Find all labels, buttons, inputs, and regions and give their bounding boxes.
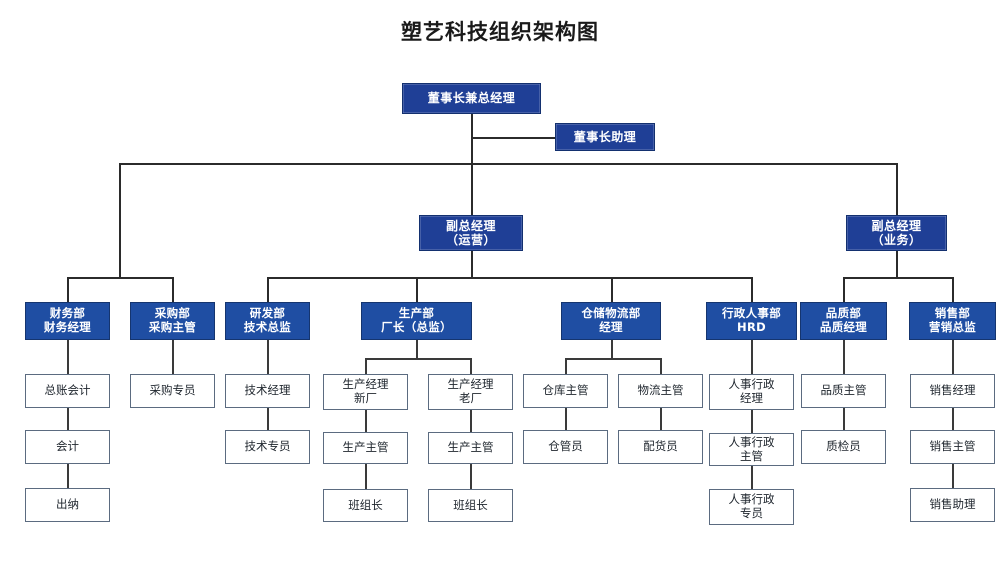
connector-prod-old-1-to-2 [470, 410, 472, 433]
connector-vp-operations-stem [471, 250, 473, 277]
connector-rd-1-to-2 [267, 408, 269, 433]
node-sales-manager[interactable]: 销售经理 [910, 374, 995, 408]
node-chairman[interactable]: 董事长兼总经理 [402, 83, 541, 114]
connector-wh-store-1-to-2 [565, 408, 567, 433]
node-dept-quality[interactable]: 品质部 品质经理 [800, 302, 887, 340]
connector-bus-to-prod-old [470, 358, 472, 374]
connector-production-bus [365, 358, 471, 360]
node-dept-sales[interactable]: 销售部 营销总监 [909, 302, 996, 340]
connector-business-bus [843, 277, 953, 279]
node-dept-warehouse[interactable]: 仓储物流部 经理 [561, 302, 661, 340]
node-hr-admin-specialist[interactable]: 人事行政 专员 [709, 489, 794, 525]
connector-bus-to-dept-hr [751, 277, 753, 302]
connector-prod-new-2-to-3 [365, 464, 367, 489]
connector-bus-to-dept-quality [843, 277, 845, 302]
node-production-supervisor-new-plant[interactable]: 生产主管 [323, 432, 408, 464]
node-purchasing-specialist[interactable]: 采购专员 [130, 374, 215, 408]
node-chairman-assistant[interactable]: 董事长助理 [555, 123, 655, 151]
connector-bus-to-wh-logi [660, 358, 662, 374]
connector-top-bus [119, 163, 898, 165]
connector-bus-to-dept-production [416, 277, 418, 302]
connector-bus-to-vp-operations [471, 163, 473, 215]
node-hr-admin-supervisor[interactable]: 人事行政 主管 [709, 433, 794, 466]
connector-purchasing-dept-to-1 [172, 340, 174, 374]
connector-bus-to-finance-group [119, 163, 121, 277]
connector-warehouse-bus [565, 358, 661, 360]
node-warehouse-keeper[interactable]: 仓管员 [523, 430, 608, 464]
connector-production-stem [416, 340, 418, 358]
connector-bus-to-dept-sales [952, 277, 954, 302]
page-title: 塑艺科技组织架构图 [401, 20, 599, 44]
node-production-manager-old-plant[interactable]: 生产经理 老厂 [428, 374, 513, 410]
node-dept-purchasing[interactable]: 采购部 采购主管 [130, 302, 215, 340]
connector-finance-1-to-2 [67, 408, 69, 433]
node-dept-hr[interactable]: 行政人事部 HRD [706, 302, 797, 340]
connector-vp-business-stem [896, 250, 898, 277]
connector-bus-to-dept-rd [267, 277, 269, 302]
node-distribution-clerk[interactable]: 配货员 [618, 430, 703, 464]
node-dept-production[interactable]: 生产部 厂长（总监） [361, 302, 472, 340]
connector-prod-old-2-to-3 [470, 464, 472, 489]
connector-sales-2-to-3 [952, 464, 954, 489]
node-rd-tech-manager[interactable]: 技术经理 [225, 374, 310, 408]
connector-bus-to-vp-business [896, 163, 898, 215]
connector-bus-to-dept-finance [67, 277, 69, 302]
connector-finance-dept-to-1 [67, 340, 69, 374]
node-sales-assistant[interactable]: 销售助理 [910, 488, 995, 522]
node-logistics-supervisor[interactable]: 物流主管 [618, 374, 703, 408]
connector-warehouse-stem [611, 340, 613, 358]
node-warehouse-supervisor[interactable]: 仓库主管 [523, 374, 608, 408]
connector-wh-logi-1-to-2 [660, 408, 662, 433]
connector-prod-new-1-to-2 [365, 410, 367, 433]
node-quality-supervisor[interactable]: 品质主管 [801, 374, 886, 408]
node-dept-rd[interactable]: 研发部 技术总监 [225, 302, 310, 340]
node-production-manager-new-plant[interactable]: 生产经理 新厂 [323, 374, 408, 410]
node-vp-business[interactable]: 副总经理 （业务） [846, 215, 947, 251]
node-vp-operations[interactable]: 副总经理 （运营） [419, 215, 523, 251]
node-team-leader-new-plant[interactable]: 班组长 [323, 489, 408, 522]
connector-sales-1-to-2 [952, 408, 954, 433]
node-finance-accountant[interactable]: 会计 [25, 430, 110, 464]
connector-hr-1-to-2 [751, 410, 753, 433]
connector-finance-2-to-3 [67, 464, 69, 489]
node-sales-supervisor[interactable]: 销售主管 [910, 430, 995, 464]
connector-bus-to-wh-store [565, 358, 567, 374]
node-team-leader-old-plant[interactable]: 班组长 [428, 489, 513, 522]
node-quality-inspector[interactable]: 质检员 [801, 430, 886, 464]
connector-hr-dept-to-1 [751, 340, 753, 374]
connector-sales-dept-to-1 [952, 340, 954, 374]
node-dept-finance[interactable]: 财务部 财务经理 [25, 302, 110, 340]
connector-bus-to-prod-new [365, 358, 367, 374]
node-finance-general-ledger-accountant[interactable]: 总账会计 [25, 374, 110, 408]
connector-quality-dept-to-1 [843, 340, 845, 374]
connector-operations-bus [267, 277, 752, 279]
connector-chairman-assistant [471, 137, 555, 139]
connector-rd-dept-to-1 [267, 340, 269, 374]
connector-finance-purchasing-bus [67, 277, 173, 279]
connector-bus-to-dept-warehouse [611, 277, 613, 302]
node-hr-admin-manager[interactable]: 人事行政 经理 [709, 374, 794, 410]
connector-bus-to-dept-purchasing [172, 277, 174, 302]
connector-hr-2-to-3 [751, 466, 753, 489]
connector-quality-1-to-2 [843, 408, 845, 433]
node-finance-cashier[interactable]: 出纳 [25, 488, 110, 522]
node-rd-tech-specialist[interactable]: 技术专员 [225, 430, 310, 464]
node-production-supervisor-old-plant[interactable]: 生产主管 [428, 432, 513, 464]
